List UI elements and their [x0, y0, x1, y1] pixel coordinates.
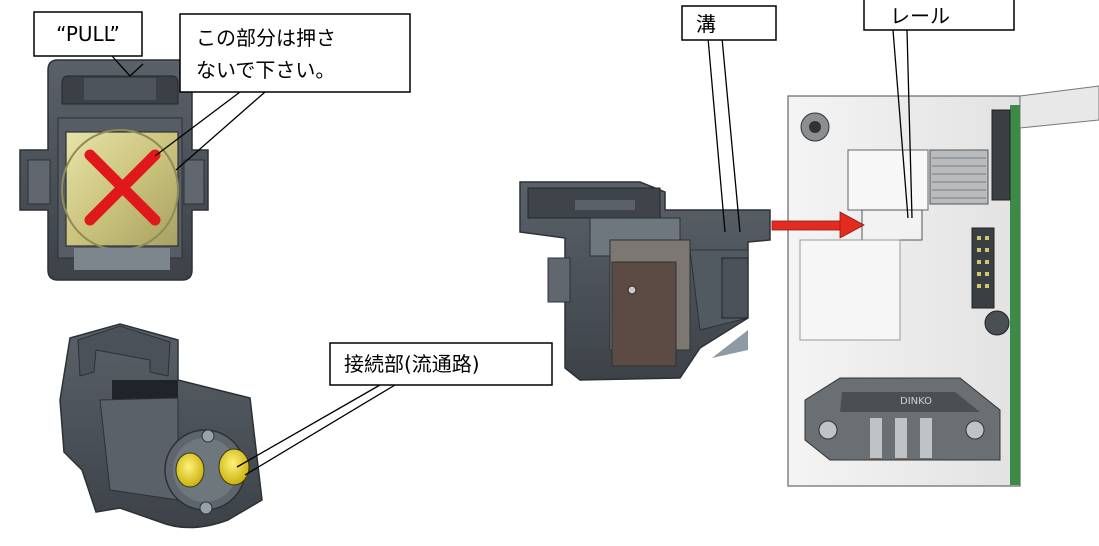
cartridge-side-view: [519, 181, 771, 381]
callout-connection: 接続部(流通路): [329, 342, 553, 386]
callout-pull: “PULL”: [33, 11, 143, 57]
do-not-press-cross-icon: [84, 149, 161, 226]
callout-pull-text: “PULL”: [56, 22, 120, 46]
cartridge-port-view: [59, 323, 263, 529]
insertion-arrow: [771, 211, 865, 239]
callout-connection-text: 接続部(流通路): [344, 352, 480, 376]
callout-rail: レール: [863, 0, 1015, 31]
callout-do-not-press-line1: この部分は押さ: [196, 26, 336, 50]
flow-port-icon: [175, 448, 250, 488]
cartridge-front-view: [19, 59, 209, 281]
callout-do-not-press-line2: ないで下さい。: [196, 58, 335, 82]
callout-leader-lines: [111, 29, 913, 476]
device-housing: DINKO: [787, 85, 1099, 487]
callout-rail-text: レール: [890, 4, 950, 28]
board-marking-text: DINKO: [900, 396, 932, 407]
callout-groove: 溝: [681, 5, 777, 41]
callout-do-not-press: この部分は押さ ないで下さい。: [179, 13, 411, 93]
callout-groove-text: 溝: [696, 12, 716, 36]
